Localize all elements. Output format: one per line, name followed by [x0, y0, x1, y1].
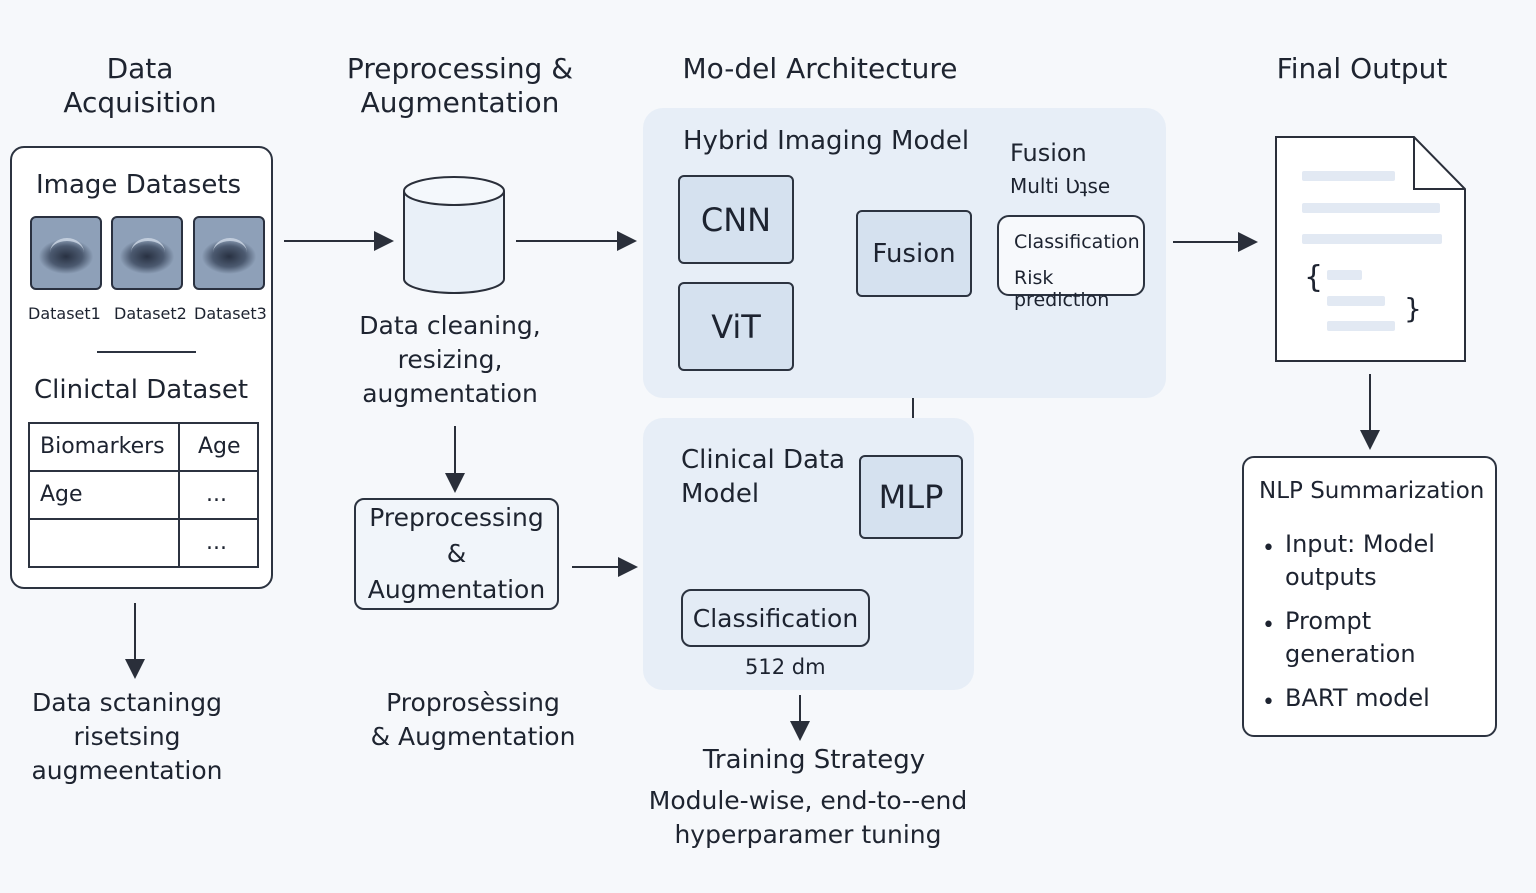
dataset-thumbnail-3: [193, 216, 265, 290]
header-final-output: Final Output: [1276, 52, 1448, 85]
divider: [97, 351, 196, 353]
nlp-bullet-item: Prompt generation: [1285, 607, 1416, 668]
fusion-note-title: Fusion: [1010, 139, 1087, 167]
document-text-line: [1327, 270, 1362, 280]
preprocessing-box: Preprocessing & Augmentation: [354, 498, 559, 610]
cnn-label: CNN: [700, 200, 772, 239]
nlp-bullet-item: BART model: [1285, 684, 1430, 712]
nlp-summarization-box: NLP Summarization • Input: Model outputs…: [1242, 456, 1497, 737]
fusion-node: Fusion: [856, 210, 972, 297]
header-preprocessing: Preprocessing & Augmentation: [346, 52, 574, 119]
table-row-divider: [30, 518, 257, 520]
table-col-divider: [178, 424, 180, 566]
clinical-table: Biomarkers Age Age ... ...: [28, 422, 259, 568]
mlp-label: MLP: [878, 478, 944, 516]
dataset-label-1: Dataset1: [28, 304, 101, 323]
database-icon: [403, 176, 505, 294]
document-text-line: [1302, 234, 1442, 244]
document-text-line: [1302, 171, 1395, 181]
document-brace-open: {: [1304, 260, 1324, 295]
bullet-dot: •: [1262, 536, 1275, 561]
table-cell: ...: [206, 530, 227, 555]
document-brace-close: }: [1404, 292, 1422, 325]
table-cell: ...: [206, 482, 227, 507]
mlp-node: MLP: [859, 455, 963, 539]
nlp-title: NLP Summarization: [1259, 478, 1485, 504]
data-acquisition-box: Image Datasets Dataset1 Dataset2 Dataset…: [10, 146, 273, 589]
image-datasets-title: Image Datasets: [36, 170, 242, 200]
fusion-label: Fusion: [872, 238, 956, 269]
acquisition-below-text: Data sctaningg risetsing augmeentation: [31, 688, 223, 785]
dimension-label: 512 dm: [745, 655, 826, 679]
training-description: Module-wise, end-to--end hyperparamer tu…: [648, 786, 968, 849]
training-title: Training Strategy: [702, 745, 926, 775]
dataset-thumbnail-1: [30, 216, 102, 290]
bullet-dot: •: [1262, 613, 1275, 638]
preprocess-below-text: Proprosèssing & Augmentation: [370, 688, 576, 751]
hybrid-title: Hybrid Imaging Model: [683, 126, 970, 156]
clinical-dataset-title: Clinictal Dataset: [34, 375, 249, 405]
table-cell: Biomarkers: [40, 434, 165, 459]
nlp-bullet-item: Input: Model outputs: [1285, 530, 1435, 591]
document-icon: [1275, 136, 1466, 362]
document-text-line: [1327, 321, 1395, 331]
dataset-label-3: Dataset3: [194, 304, 267, 323]
header-model-architecture: Mo-del Architecture: [682, 52, 958, 85]
header-data-acquisition: Data Acquisition: [63, 52, 217, 119]
clinical-classification-label: Classification: [692, 603, 859, 633]
vit-node: ViT: [678, 282, 794, 371]
document-text-line: [1302, 203, 1440, 213]
preprocessing-box-label: Preprocessing & Augmentation: [367, 503, 546, 604]
clinical-model-title: Clinical Data Model: [681, 445, 846, 509]
cnn-node: CNN: [678, 175, 794, 264]
table-cell: Age: [198, 434, 241, 459]
clinical-classification-box: Classification: [681, 589, 870, 647]
dataset-label-2: Dataset2: [114, 304, 187, 323]
classification-risk-box: Classification Risk prediction: [997, 215, 1145, 311]
vit-label: ViT: [711, 307, 761, 346]
dataset-thumbnail-2: [111, 216, 183, 290]
bullet-dot: •: [1262, 690, 1275, 715]
classification-label: Classification: [1014, 231, 1140, 253]
table-cell: Age: [40, 482, 83, 507]
table-row-divider: [30, 470, 257, 472]
risk-prediction-label: Risk prediction: [1014, 267, 1110, 311]
db-caption: Data cleaning, resizing, augmentation: [359, 311, 541, 408]
fusion-note-sub: Multi Ʋʇse: [1010, 174, 1111, 198]
document-text-line: [1327, 296, 1385, 306]
